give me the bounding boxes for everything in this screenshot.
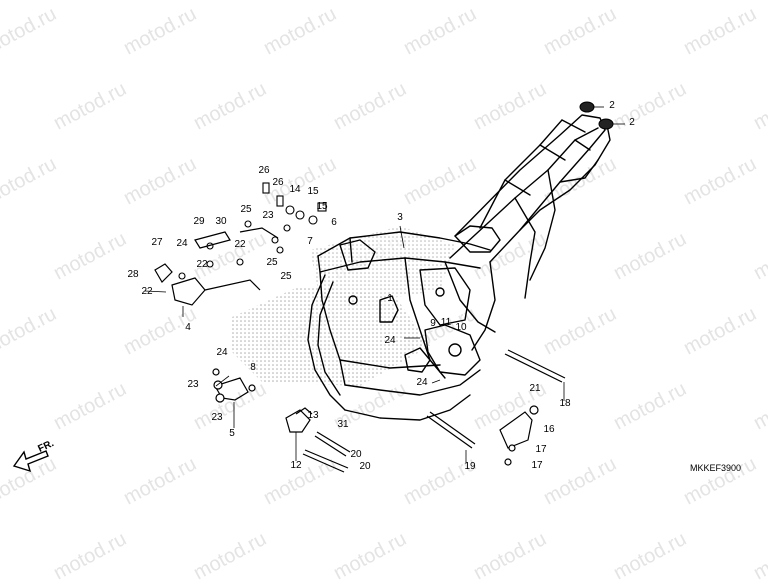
callout-26: 26 — [272, 177, 284, 188]
callout-25: 25 — [266, 257, 278, 268]
callout-24: 24 — [216, 347, 228, 358]
callout-6: 6 — [331, 217, 337, 228]
hardware-cluster-top — [178, 182, 327, 280]
callout-26: 26 — [258, 165, 270, 176]
callout-31: 31 — [337, 419, 349, 430]
callout-30: 30 — [215, 216, 227, 227]
callout-17: 17 — [535, 444, 547, 455]
callout-4: 4 — [185, 322, 191, 333]
callout-11: 11 — [440, 317, 452, 328]
callout-23: 23 — [262, 210, 274, 221]
callout-27: 27 — [151, 237, 163, 248]
front-direction-arrow-icon — [12, 450, 49, 473]
callout-3: 3 — [397, 212, 403, 223]
callout-19: 19 — [464, 461, 476, 472]
callout-5: 5 — [229, 428, 235, 439]
callout-22: 22 — [196, 259, 208, 270]
callout-16: 16 — [543, 424, 555, 435]
front-bracket-assembly — [154, 227, 279, 403]
callout-25: 25 — [280, 271, 292, 282]
callout-24: 24 — [416, 377, 428, 388]
diagram-code: MKKEF3900 — [690, 463, 742, 473]
callout-8: 8 — [250, 362, 256, 373]
callout-22: 22 — [141, 286, 153, 297]
callout-18: 18 — [559, 398, 571, 409]
callout-15: 15 — [316, 201, 328, 212]
callout-29: 29 — [193, 216, 205, 227]
callout-22: 22 — [234, 239, 246, 250]
callout-21: 21 — [529, 383, 541, 394]
callout-7: 7 — [307, 236, 313, 247]
engine-shade-area — [230, 286, 430, 386]
callout-20: 20 — [350, 449, 362, 460]
leader-lines — [144, 106, 625, 463]
callout-25: 25 — [240, 204, 252, 215]
callout-9: 9 — [430, 318, 436, 329]
callout-2: 2 — [629, 117, 635, 128]
callout-24: 24 — [384, 335, 396, 346]
frame-shade-area — [310, 226, 455, 300]
lower-hardware — [285, 349, 566, 473]
callout-15: 15 — [307, 186, 319, 197]
callout-20: 20 — [359, 461, 371, 472]
callout-13: 13 — [307, 410, 319, 421]
callout-24: 24 — [176, 238, 188, 249]
callout-28: 28 — [127, 269, 139, 280]
callout-23: 23 — [187, 379, 199, 390]
callout-23: 23 — [211, 412, 223, 423]
rear-mount-bushings — [579, 101, 614, 130]
callout-2: 2 — [609, 100, 615, 111]
callout-14: 14 — [289, 184, 301, 195]
callout-17: 17 — [531, 460, 543, 471]
callout-10: 10 — [455, 322, 467, 333]
callout-12: 12 — [290, 460, 302, 471]
callout-1: 1 — [387, 293, 393, 304]
